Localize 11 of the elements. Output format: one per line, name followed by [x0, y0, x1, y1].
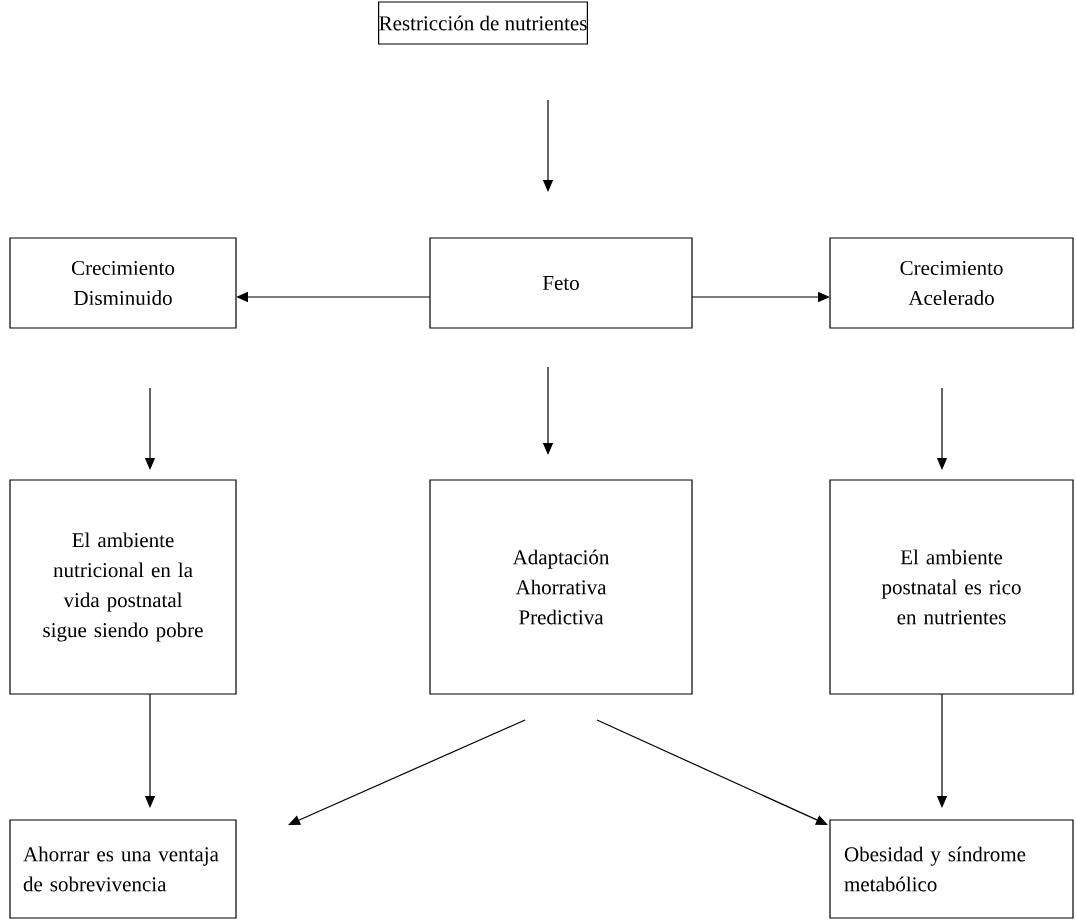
process-box: Feto — [429, 237, 693, 329]
process-box: El ambiente nutricional en la vida postnatal sigue siendo pobre — [9, 479, 237, 695]
process-box: Crecimiento Disminuido — [9, 237, 237, 329]
process-box: El ambiente postnatal es rico en nutrientes — [829, 479, 1074, 695]
process-box: Crecimiento Acelerado — [829, 237, 1074, 329]
arrow — [288, 719, 526, 825]
arrow — [596, 719, 828, 825]
process-box: Adaptación Ahorrativa Predictiva — [429, 479, 693, 695]
process-box: Ahorrar es una ventaja de sobrevivencia — [9, 819, 237, 919]
process-box: Obesidad y síndrome metabólico — [829, 819, 1074, 919]
process-box: Restricción de nutrientes — [378, 1, 588, 45]
